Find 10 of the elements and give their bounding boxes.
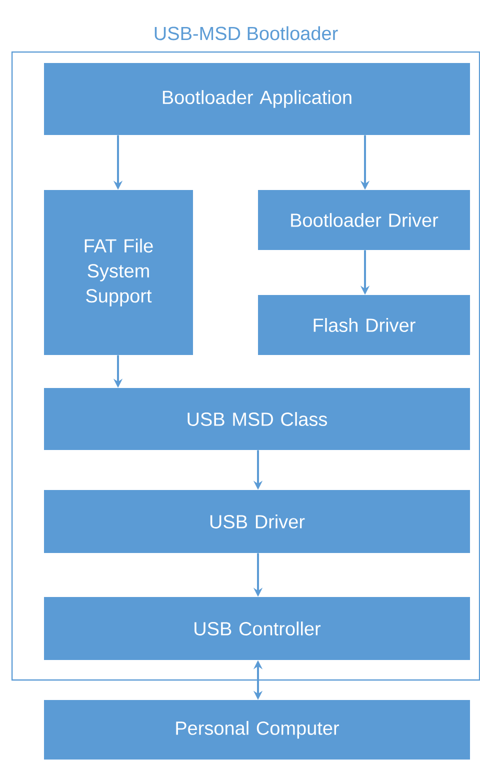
block-box: USB Driver: [44, 490, 470, 553]
block-box: FAT File System Support: [44, 190, 193, 355]
block-box: Flash Driver: [258, 295, 470, 355]
frame-box: [11, 51, 480, 681]
frame-title: USB-MSD Bootloader: [154, 26, 338, 40]
block-box: Bootloader Driver: [258, 190, 470, 250]
block-box: Bootloader Application: [44, 63, 470, 135]
block-box: USB Controller: [44, 597, 470, 660]
block-box: Personal Computer: [44, 700, 470, 760]
block-box: USB MSD Class: [44, 388, 470, 450]
